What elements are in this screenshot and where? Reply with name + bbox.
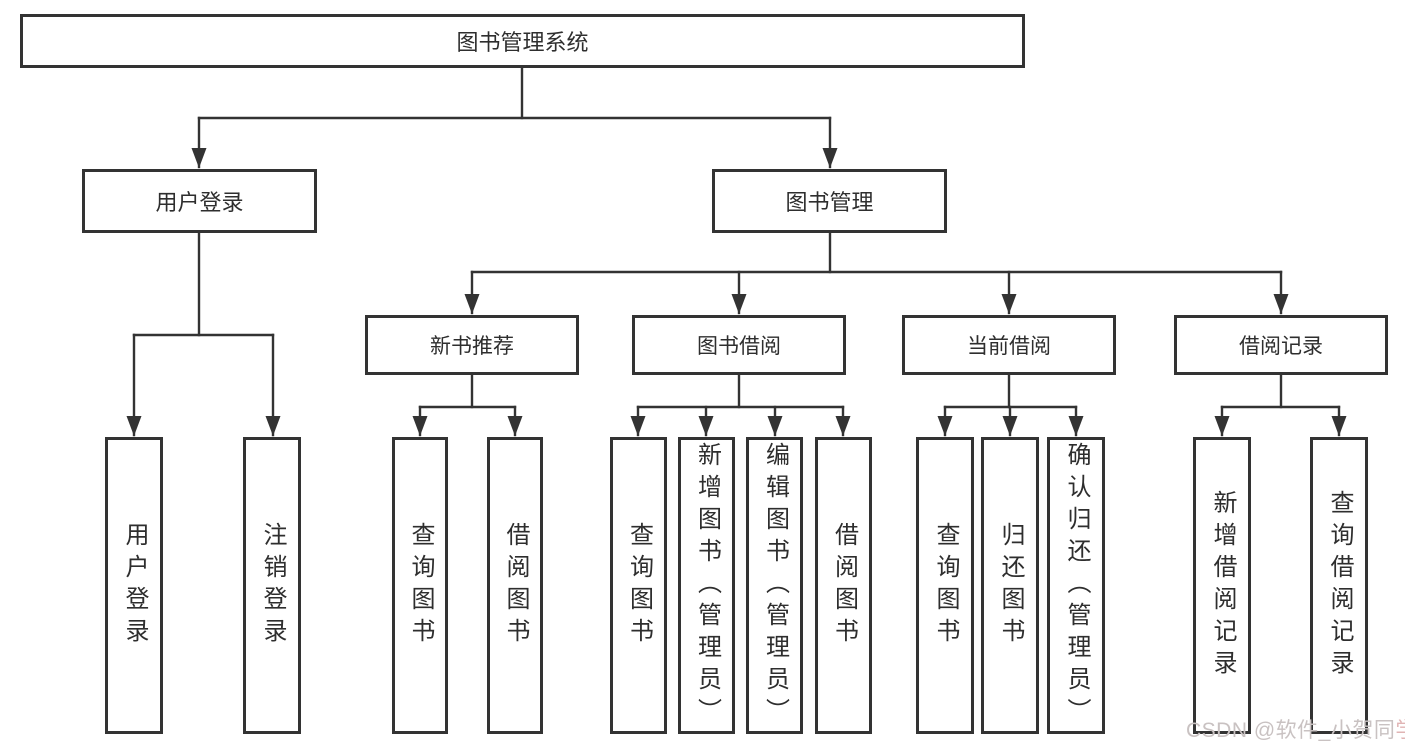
watermark-text: CSDN @软件_小贺同 bbox=[1186, 719, 1396, 742]
leaf-borrow-books-2: 借阅图书 bbox=[815, 437, 872, 734]
csdn-watermark: CSDN @软件_小贺同学 bbox=[1186, 714, 1405, 744]
leaf-user-login: 用户登录 bbox=[105, 437, 163, 734]
node-label: 新增借阅记录 bbox=[1209, 489, 1236, 682]
node-label: 查询图书 bbox=[625, 521, 653, 650]
node-label: 新书推荐 bbox=[430, 335, 514, 358]
leaf-query-books-1: 查询图书 bbox=[392, 437, 448, 734]
leaf-confirm-return-admin: 确认归还（管理员） bbox=[1047, 437, 1105, 734]
leaf-add-borrow-record: 新增借阅记录 bbox=[1193, 437, 1251, 734]
node-label: 借阅记录 bbox=[1239, 335, 1323, 358]
node-library-management-system: 图书管理系统 bbox=[20, 14, 1025, 68]
leaf-return-books: 归还图书 bbox=[981, 437, 1039, 734]
node-label: 确认归还（管理员） bbox=[1063, 441, 1090, 730]
node-label: 查询图书 bbox=[407, 521, 434, 650]
leaf-query-borrow-record: 查询借阅记录 bbox=[1310, 437, 1368, 734]
node-book-management: 图书管理 bbox=[712, 169, 947, 233]
node-label: 用户登录 bbox=[121, 521, 148, 650]
leaf-query-books-3: 查询图书 bbox=[916, 437, 974, 734]
node-label: 借阅图书 bbox=[830, 521, 858, 650]
node-label: 新增图书（管理员） bbox=[693, 441, 721, 730]
node-label: 当前借阅 bbox=[967, 335, 1051, 358]
node-label: 用户登录 bbox=[155, 190, 244, 215]
node-label: 查询图书 bbox=[932, 521, 959, 650]
leaf-query-books-2: 查询图书 bbox=[610, 437, 667, 734]
leaf-logout: 注销登录 bbox=[243, 437, 301, 734]
leaf-edit-books-admin: 编辑图书（管理员） bbox=[746, 437, 803, 734]
node-user-login: 用户登录 bbox=[82, 169, 317, 233]
node-label: 查询借阅记录 bbox=[1326, 489, 1353, 682]
node-label: 借阅图书 bbox=[502, 521, 529, 650]
node-current-borrowing: 当前借阅 bbox=[902, 315, 1116, 375]
node-label: 图书借阅 bbox=[697, 335, 781, 358]
node-label: 编辑图书（管理员） bbox=[761, 441, 789, 730]
watermark-text-accent: 学 bbox=[1395, 719, 1405, 742]
node-label: 注销登录 bbox=[259, 521, 286, 650]
node-label: 图书管理 bbox=[785, 190, 874, 215]
node-new-book-recommendation: 新书推荐 bbox=[365, 315, 579, 375]
node-book-borrowing: 图书借阅 bbox=[632, 315, 846, 375]
leaf-borrow-books-1: 借阅图书 bbox=[487, 437, 543, 734]
node-label: 图书管理系统 bbox=[456, 30, 589, 55]
node-label: 归还图书 bbox=[997, 521, 1024, 650]
node-borrowing-records: 借阅记录 bbox=[1174, 315, 1388, 375]
leaf-add-books-admin: 新增图书（管理员） bbox=[678, 437, 735, 734]
